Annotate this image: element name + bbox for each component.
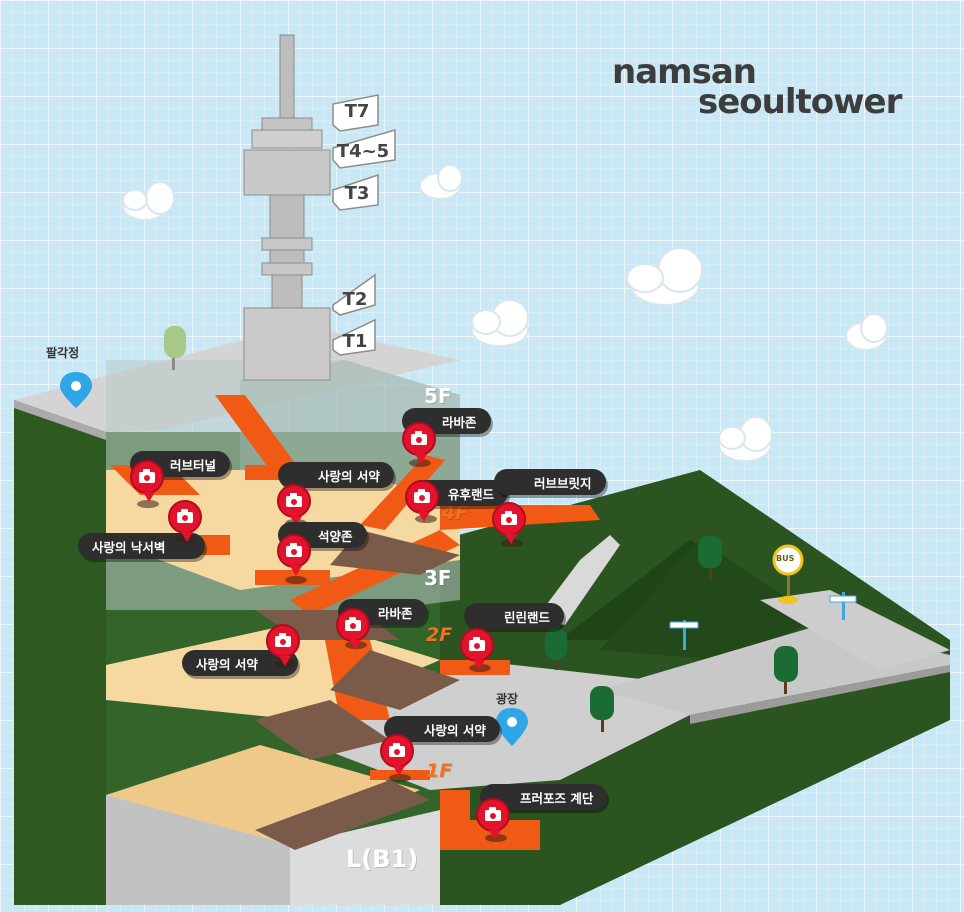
cloud	[471, 299, 529, 347]
cloud	[718, 416, 773, 462]
bus-sign-label: BUS	[776, 554, 795, 563]
cloud	[626, 247, 703, 306]
tower-level-t4-5: T4~5	[336, 140, 390, 162]
floor-label-lb1: L(B1)	[346, 845, 419, 873]
b1-block-front	[290, 810, 440, 905]
road-upper	[760, 590, 950, 670]
plaza-location-icon[interactable]	[496, 708, 528, 746]
trees	[164, 326, 798, 732]
road-side	[690, 665, 950, 724]
camera-icon	[460, 628, 494, 662]
b1-block	[106, 795, 290, 905]
floor-label-2f: 2F	[426, 624, 453, 646]
camera-icon	[336, 608, 370, 642]
tower-level-t2: T2	[342, 288, 368, 310]
cloud	[845, 313, 888, 351]
palgakjeong-label: 팔각정	[46, 346, 80, 360]
camera-icon	[266, 624, 300, 658]
camera-icon	[492, 502, 526, 536]
pin-shadow	[389, 774, 411, 782]
floor-label-3f: 3F	[424, 566, 452, 590]
camera-icon	[402, 422, 436, 456]
pin-shadow	[137, 500, 159, 508]
photo-spot-label: 린린랜드	[464, 603, 565, 629]
top-deck-side	[14, 400, 106, 440]
tower-level-t1: T1	[342, 330, 368, 352]
clouds	[122, 164, 888, 462]
camera-icon	[405, 480, 439, 514]
palgakjeong-location-icon[interactable]	[60, 372, 92, 408]
floor-label-4f: 4F	[442, 502, 469, 524]
camera-icon	[277, 484, 311, 518]
direction-signs	[669, 592, 857, 650]
pin-shadow	[285, 576, 307, 584]
camera-icon	[130, 460, 164, 494]
logo-line-1: namsan	[612, 52, 757, 92]
bus-stop	[772, 544, 804, 604]
cloud	[419, 164, 463, 200]
camera-icon	[380, 734, 414, 768]
camera-icon	[476, 798, 510, 832]
photo-spot-label: 러브브릿지	[494, 469, 606, 495]
cliff-left	[14, 400, 106, 905]
photo-spot-label: 사랑의 서약	[384, 716, 500, 742]
tower-level-t3: T3	[344, 182, 370, 204]
namsan-tower	[243, 34, 331, 381]
cloud	[122, 181, 175, 221]
floor-label-5f: 5F	[424, 384, 452, 408]
hill-stairs	[535, 535, 620, 625]
camera-icon	[168, 500, 202, 534]
logo-line-2: seoultower	[698, 82, 902, 122]
namsan-seoultower-logo: namsan seoultower	[612, 52, 922, 122]
photo-spot-label: 사랑의 서약	[278, 462, 394, 488]
hill-top	[600, 540, 820, 660]
floor-label-1f: 1F	[426, 760, 453, 782]
camera-icon	[277, 534, 311, 568]
tower-level-t7: T7	[344, 100, 370, 122]
tower-flags	[332, 94, 396, 356]
plaza-label: 광장	[496, 692, 519, 706]
